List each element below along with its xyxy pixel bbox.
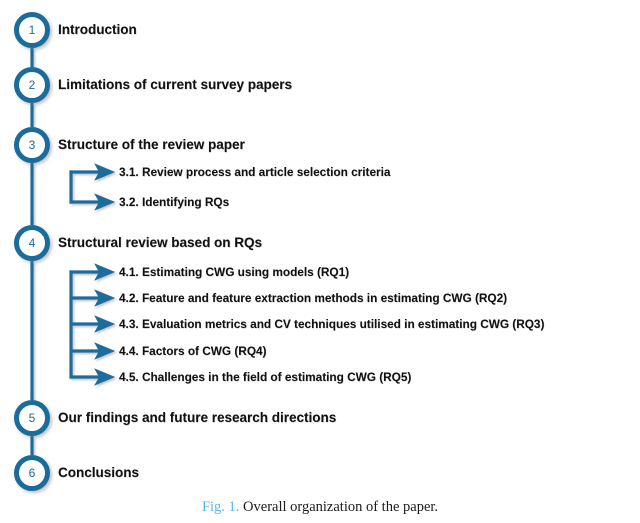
section-node-1[interactable]: 1 <box>14 12 50 48</box>
section-node-number: 2 <box>28 78 36 92</box>
section-node-number: 5 <box>28 411 36 425</box>
subsection-label-3-1: 3.1. Review process and article selectio… <box>119 165 391 179</box>
section-node-number: 3 <box>28 138 36 152</box>
section-title-5: Our findings and future research directi… <box>58 410 337 425</box>
subsection-label-4-3: 4.3. Evaluation metrics and CV technique… <box>119 317 545 331</box>
subsection-label-4-4: 4.4. Factors of CWG (RQ4) <box>119 344 267 358</box>
section-node-number: 6 <box>28 466 36 480</box>
section-node-6[interactable]: 6 <box>14 455 50 491</box>
section-title-6: Conclusions <box>58 465 140 480</box>
section-node-number: 4 <box>28 236 36 250</box>
figure-caption-number: Fig. 1. <box>201 499 240 515</box>
figure-caption-text: Overall organization of the paper. <box>243 499 439 515</box>
figure-caption: Fig. 1. Overall organization of the pape… <box>0 499 640 516</box>
subsection-label-3-2: 3.2. Identifying RQs <box>119 195 230 209</box>
subsection-label-4-1: 4.1. Estimating CWG using models (RQ1) <box>119 265 350 279</box>
section-title-2: Limitations of current survey papers <box>58 77 293 92</box>
section-node-2[interactable]: 2 <box>14 67 50 103</box>
section-title-4: Structural review based on RQs <box>58 235 263 250</box>
section-node-number: 1 <box>28 23 36 37</box>
section-node-5[interactable]: 5 <box>14 400 50 436</box>
section-title-1: Introduction <box>58 22 137 37</box>
section-node-3[interactable]: 3 <box>14 127 50 163</box>
section-title-3: Structure of the review paper <box>58 137 245 152</box>
section-node-4[interactable]: 4 <box>14 225 50 261</box>
subsection-label-4-5: 4.5. Challenges in the field of estimati… <box>119 370 412 384</box>
subsection-label-4-2: 4.2. Feature and feature extraction meth… <box>119 291 508 305</box>
